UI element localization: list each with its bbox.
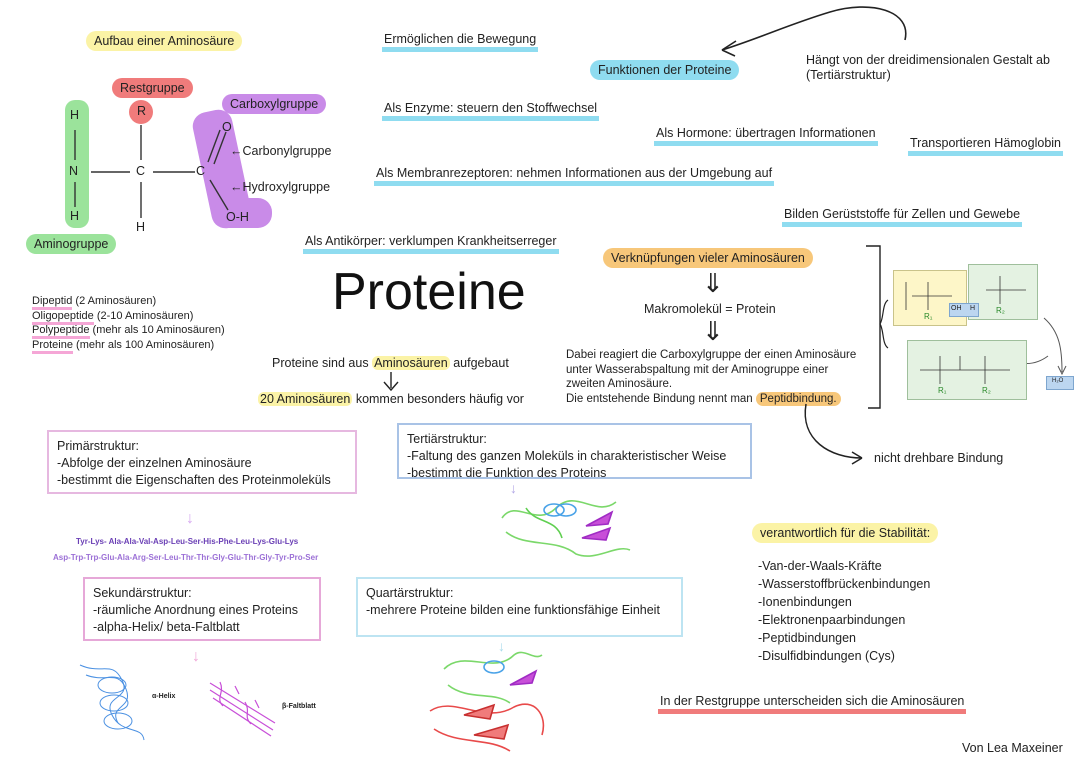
aufbau-line1: Proteine sind aus Aminosäuren aufgebaut	[272, 356, 509, 370]
sequence-2: Asp-Trp-Trp-Glu-Ala-Arg-Ser-Leu-Thr-Thr-…	[53, 553, 319, 562]
quartaer-l1: -mehrere Proteine bilden eine funktionsf…	[366, 603, 660, 617]
tertiaer-l1: -Faltung des ganzen Moleküls in charakte…	[407, 449, 727, 463]
peptide-list: Dipeptid (2 Aminosäuren) Oligopeptide (2…	[32, 294, 225, 354]
primaer-title: Primärstruktur:	[57, 439, 139, 453]
diagram-r1: R₁	[924, 312, 933, 321]
amino-acid-structure	[74, 125, 229, 218]
makromolekuel-label: Makromolekül = Protein	[644, 302, 776, 316]
restgruppe-note: In der Restgruppe unterscheiden sich die…	[658, 694, 967, 714]
func-antikoerper: Als Antikörper: verklumpen Krankheitserr…	[303, 234, 559, 254]
diagram-h: H	[970, 305, 976, 312]
peptide-item: Dipeptid (2 Aminosäuren)	[32, 294, 225, 310]
atom-h-c: H	[136, 220, 146, 234]
tertiary-structure-image	[501, 500, 631, 557]
diagram-r2b: R₂	[982, 386, 991, 395]
diagram-oh: OH	[951, 305, 962, 312]
quartaer-arrow: ↓	[498, 638, 505, 654]
tertiaer-arrow: ↓	[510, 480, 517, 496]
tertiaer-box: Tertiärstruktur: -Faltung des ganzen Mol…	[397, 423, 752, 480]
diagram-r2: R₂	[996, 306, 1005, 315]
arrow-down-aufbau	[383, 372, 399, 392]
atom-c-alpha: C	[136, 164, 146, 178]
stabilitaet-list: -Van-der-Waals-Kräfte -Wasserstoffbrücke…	[758, 557, 930, 665]
func-hormone: Als Hormone: übertragen Informationen	[654, 126, 878, 146]
sekundaer-title: Sekundärstruktur:	[93, 586, 192, 600]
author: Von Lea Maxeiner	[962, 741, 1063, 755]
stabilitaet-item: -Van-der-Waals-Kräfte	[758, 559, 882, 573]
peptide-item: Proteine (mehr als 100 Aminosäuren)	[32, 338, 225, 354]
stabilitaet-title: verantwortlich für die Stabilität:	[752, 523, 939, 543]
stabilitaet-item: -Elektronenpaarbindungen	[758, 613, 906, 627]
quartaer-title: Quartärstruktur:	[366, 586, 454, 600]
restgruppe-label: Restgruppe	[112, 78, 193, 98]
tertiaer-title: Tertiärstruktur:	[407, 432, 487, 446]
primaer-l2: -bestimmt die Eigenschaften des Proteinm…	[57, 473, 331, 487]
atom-h-bottom: H	[70, 209, 80, 223]
arrow-to-funktionen	[721, 6, 907, 57]
aufbau-line2: 20 Aminosäuren kommen besonders häufig v…	[258, 392, 524, 406]
aminogruppe-label: Aminogruppe	[26, 234, 117, 254]
amino-acid-2-box	[968, 264, 1038, 320]
atom-o-h: O-H	[226, 210, 249, 224]
func-membranrezeptoren: Als Membranrezeptoren: nehmen Informatio…	[374, 166, 775, 186]
h2o-box	[1046, 376, 1074, 390]
quaternary-structure-image	[429, 651, 545, 752]
atom-c-carboxyl: C	[196, 164, 206, 178]
sekundaer-l2: -alpha-Helix/ beta-Faltblatt	[93, 620, 240, 634]
primaer-box: Primärstruktur: -Abfolge der einzelnen A…	[47, 430, 357, 494]
arrow-nicht-drehbar	[804, 245, 1067, 465]
atom-o-top: O	[222, 120, 232, 134]
atom-n: N	[69, 164, 79, 178]
carbonylgruppe-label: ←Carbonylgruppe	[230, 144, 332, 158]
sekundaer-box: Sekundärstruktur: -räumliche Anordnung e…	[83, 577, 321, 641]
stabilitaet-item: -Ionenbindungen	[758, 595, 852, 609]
primaer-l1: -Abfolge der einzelnen Aminosäure	[57, 456, 252, 470]
verknuepfung-title: Verknüpfungen vieler Aminosäuren	[603, 248, 813, 268]
amino-title: Aufbau einer Aminosäure	[86, 31, 243, 51]
sekundaer-l1: -räumliche Anordnung eines Proteins	[93, 603, 298, 617]
quartaer-box: Quartärstruktur: -mehrere Proteine bilde…	[356, 577, 683, 637]
sekundaer-arrow: ↓	[192, 648, 200, 665]
diagram-h2o: H₂O	[1052, 378, 1064, 384]
stabilitaet-item: -Disulfidbindungen (Cys)	[758, 649, 895, 663]
beta-sheet-image	[209, 681, 276, 737]
peptidbindung-text: Dabei reagiert die Carboxylgruppe der ei…	[566, 349, 857, 406]
double-arrow-1: ⇓	[702, 268, 724, 298]
rest-group-circle	[129, 100, 153, 124]
main-title: Proteine	[332, 263, 526, 321]
double-arrow-2: ⇓	[702, 316, 724, 346]
beta-faltblatt-label: β-Faltblatt	[282, 703, 316, 710]
funktionen-note: Hängt von der dreidimensionalen Gestalt …	[806, 53, 1050, 82]
peptide-item: Oligopeptide (2-10 Aminosäuren)	[32, 309, 225, 325]
primaer-arrow: ↓	[186, 510, 194, 527]
stabilitaet-item: -Peptidbindungen	[758, 631, 856, 645]
funktionen-title: Funktionen der Proteine	[590, 60, 740, 80]
nicht-drehbare-bindung: nicht drehbare Bindung	[874, 451, 1004, 465]
func-enzyme: Als Enzyme: steuern den Stoffwechsel	[382, 101, 600, 121]
func-haemoglobin: Transportieren Hämoglobin	[908, 136, 1064, 156]
func-bewegung: Ermöglichen die Bewegung	[382, 32, 539, 52]
peptide-bond-diagram	[905, 276, 1026, 384]
diagram-r1b: R₁	[938, 386, 947, 395]
tertiaer-l2: -bestimmt die Funktion des Proteins	[407, 466, 607, 480]
amino-group-highlight	[65, 100, 89, 228]
hydroxylgruppe-label: ←Hydroxylgruppe	[230, 180, 331, 194]
atom-r: R	[137, 104, 147, 118]
water-box	[949, 303, 979, 317]
peptide-item: Polypeptide (mehr als 10 Aminosäuren)	[32, 323, 225, 339]
func-geruest: Bilden Gerüststoffe für Zellen und Geweb…	[782, 207, 1023, 227]
stabilitaet-item: -Wasserstoffbrückenbindungen	[758, 577, 931, 591]
sequence-1: Tyr-Lys- Ala-Ala-Val-Asp-Leu-Ser-His-Phe…	[76, 537, 299, 546]
carboxylgruppe-label: Carboxylgruppe	[222, 94, 327, 114]
alpha-helix-image	[79, 664, 145, 741]
alpha-helix-label: α-Helix	[152, 693, 176, 700]
atom-h-top: H	[70, 108, 80, 122]
